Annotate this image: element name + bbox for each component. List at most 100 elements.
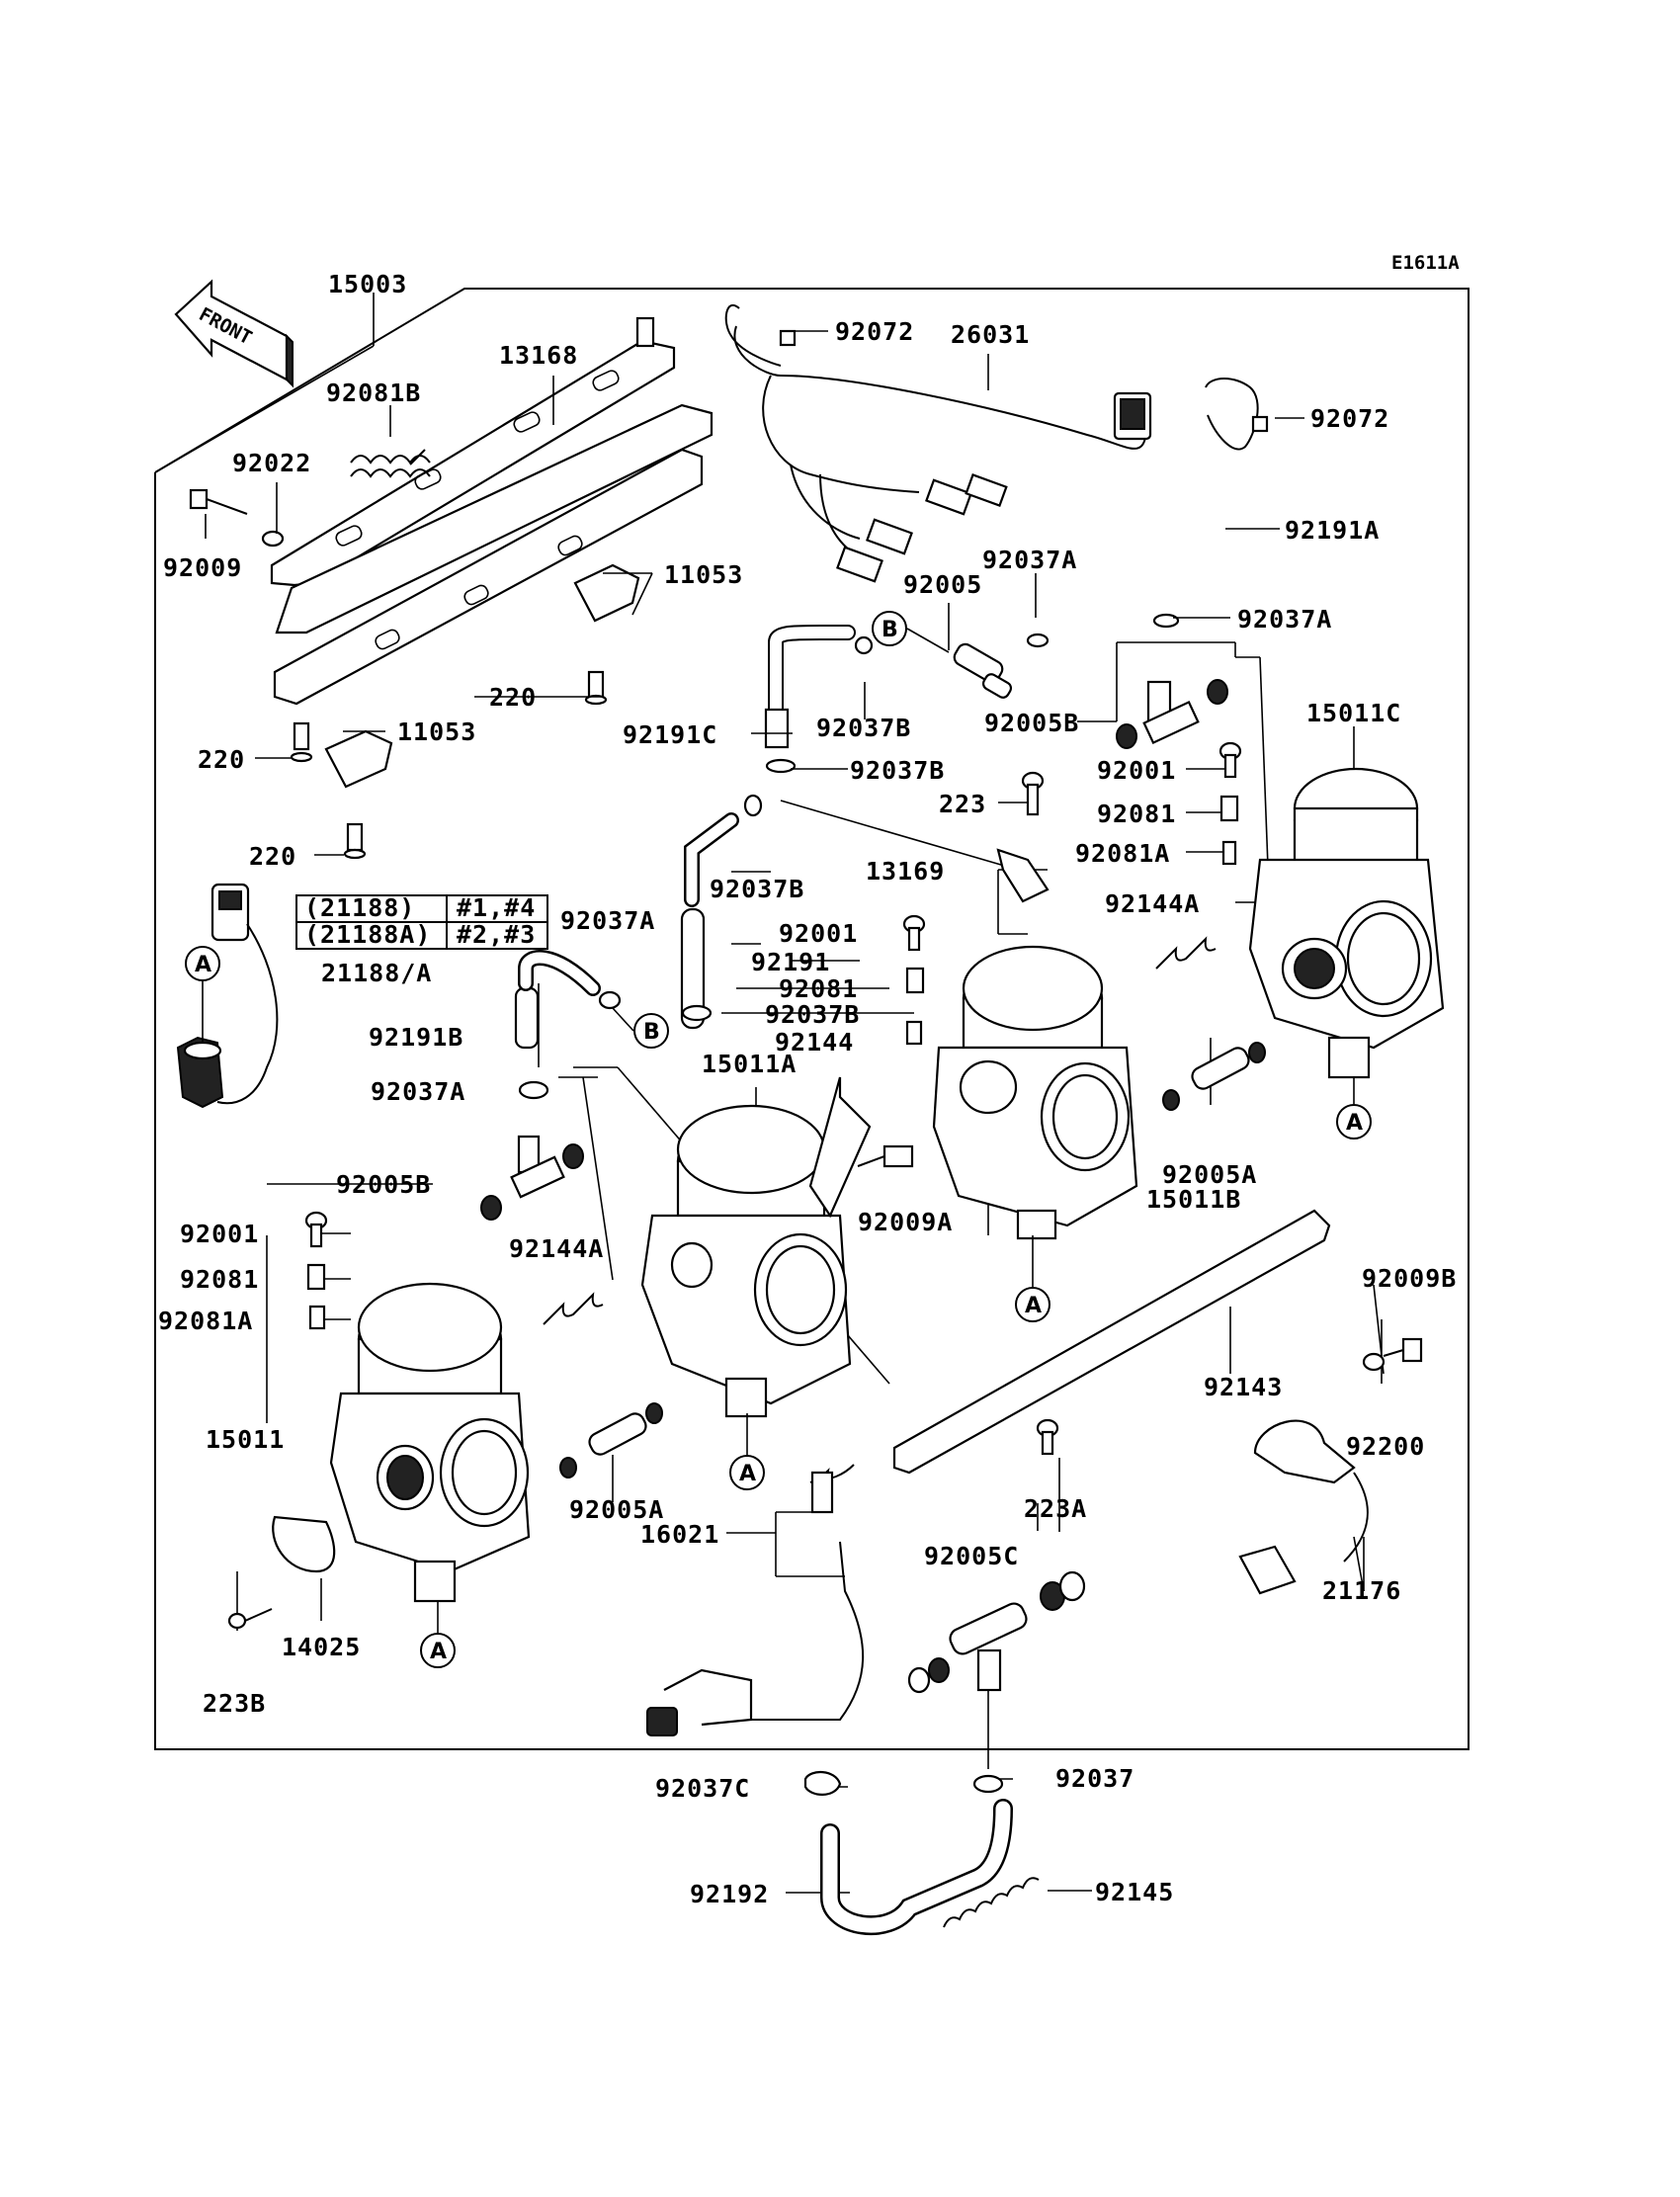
bolt-icon (857, 1144, 914, 1168)
screw-icon (584, 670, 608, 706)
part-label: 15011C (1306, 699, 1401, 727)
screw-icon (290, 721, 313, 763)
joint-pipe-icon (559, 1402, 663, 1479)
washer-icon (1362, 1352, 1386, 1372)
part-label: 92143 (1204, 1373, 1283, 1401)
part-label: 92005 (903, 570, 982, 599)
part-label: 92144A (509, 1234, 604, 1263)
part-label: 21176 (1322, 1576, 1401, 1605)
part-label: 92037A (982, 546, 1077, 574)
assembly-frame (154, 288, 1470, 1750)
part-label: 15011B (1146, 1185, 1241, 1214)
variant-table: (21188) #1,#4 (21188A) #2,#3 (295, 893, 548, 950)
svg-text:A: A (1025, 1294, 1042, 1318)
part-label: 92081 (779, 974, 858, 1003)
part-label: 92200 (1346, 1432, 1425, 1461)
small-spring-icon (306, 795, 1239, 1330)
part-label: 92081A (1075, 839, 1170, 868)
part-label: 92072 (1310, 404, 1389, 433)
callout-a-circle (1015, 1287, 1050, 1322)
svg-text:A: A (739, 1462, 756, 1486)
callout-a-circle (185, 946, 220, 981)
part-label: 26031 (951, 320, 1030, 349)
callout-a-circle (1336, 1104, 1372, 1140)
part-label: 92022 (232, 449, 311, 477)
spring-icon (1155, 936, 1217, 970)
part-label: 92009B (1362, 1264, 1457, 1293)
part-label: 92037B (765, 1000, 860, 1029)
svg-text:A: A (1346, 1111, 1363, 1136)
connector-21176 (1238, 1545, 1297, 1595)
svg-text:B: B (882, 618, 898, 642)
hose-92191B (514, 986, 540, 1050)
table-part-0: (21188) (304, 893, 415, 922)
part-label: 11053 (664, 560, 743, 589)
part-label: 13168 (499, 341, 578, 370)
fuel-hose-92192 (820, 1799, 1013, 1936)
throttle-cable-16021 (646, 1471, 865, 1736)
t-joint-icon (953, 642, 1013, 699)
callout-b-circle (872, 611, 907, 646)
choke-cover-14025 (272, 1515, 336, 1573)
part-label: 92037A (560, 906, 655, 935)
svg-text:A: A (195, 953, 211, 977)
part-label: 223A (1024, 1494, 1087, 1523)
hose-92191 (680, 907, 706, 1030)
part-label: 223B (203, 1689, 266, 1718)
t-fitting-icon (480, 1135, 584, 1221)
part-label: 223 (939, 790, 986, 818)
part-label: 92005A (569, 1495, 664, 1524)
part-label: 14025 (282, 1633, 361, 1661)
part-label: 21188/A (321, 959, 432, 987)
part-label: 92037B (850, 756, 945, 785)
screw-icon (1021, 771, 1045, 816)
part-label: 92081A (158, 1307, 253, 1335)
spring-icon (943, 1877, 1040, 1928)
part-label: 92191A (1285, 516, 1380, 545)
part-label: 92191C (623, 720, 717, 749)
part-labels: 15003 13168 92081B 92022 92009 11053 220… (158, 270, 1457, 1908)
clip-92037 (972, 1774, 1004, 1794)
front-arrow-icon: FRONT (174, 279, 294, 388)
part-label: 92037 (1055, 1764, 1134, 1793)
spring-icon (543, 1292, 604, 1325)
linkage-plate (892, 1209, 1331, 1475)
part-label: 92009A (858, 1208, 953, 1236)
part-label: 92005C (924, 1542, 1019, 1570)
screw-icon (343, 822, 367, 860)
clamp-11053-lower (324, 729, 393, 789)
part-label: 92009 (163, 553, 242, 582)
clamp-92037C (803, 1771, 842, 1796)
part-label: 92144 (775, 1028, 854, 1056)
cable-tie-icon (1205, 378, 1259, 451)
callout-a-circle (420, 1633, 456, 1668)
part-label: 220 (198, 745, 245, 774)
sensor-21188 (176, 883, 279, 1109)
part-label: 92005B (336, 1170, 431, 1199)
part-label: 15011 (206, 1425, 285, 1454)
part-label: 220 (249, 842, 296, 871)
washer-icon (261, 530, 285, 548)
part-label: 92037A (371, 1077, 465, 1106)
wire-harness (733, 325, 1152, 583)
screw-icon (1036, 1418, 1059, 1456)
clamp-11053-upper (573, 563, 640, 623)
part-label: 92072 (835, 317, 914, 346)
callout-a-circle (729, 1455, 765, 1490)
part-label: 92037C (655, 1774, 750, 1803)
screw-icon (304, 1211, 328, 1248)
joint-pipe-icon (1162, 1042, 1266, 1111)
part-label: 92191B (369, 1023, 463, 1052)
carburetor-15011C (1248, 767, 1445, 1079)
spring-icon (350, 449, 431, 478)
part-label: 15011A (702, 1050, 797, 1078)
part-label: 92001 (180, 1220, 259, 1248)
part-label: 92037B (816, 714, 911, 742)
part-label: 92037B (710, 875, 804, 903)
part-label: 92037A (1237, 605, 1332, 634)
mounting-bracket-13168 (270, 316, 714, 634)
callout-b-circle (633, 1013, 669, 1049)
t-fitting-icon (1116, 679, 1228, 749)
part-label: 13169 (866, 857, 945, 886)
screw-icon (227, 1608, 273, 1630)
